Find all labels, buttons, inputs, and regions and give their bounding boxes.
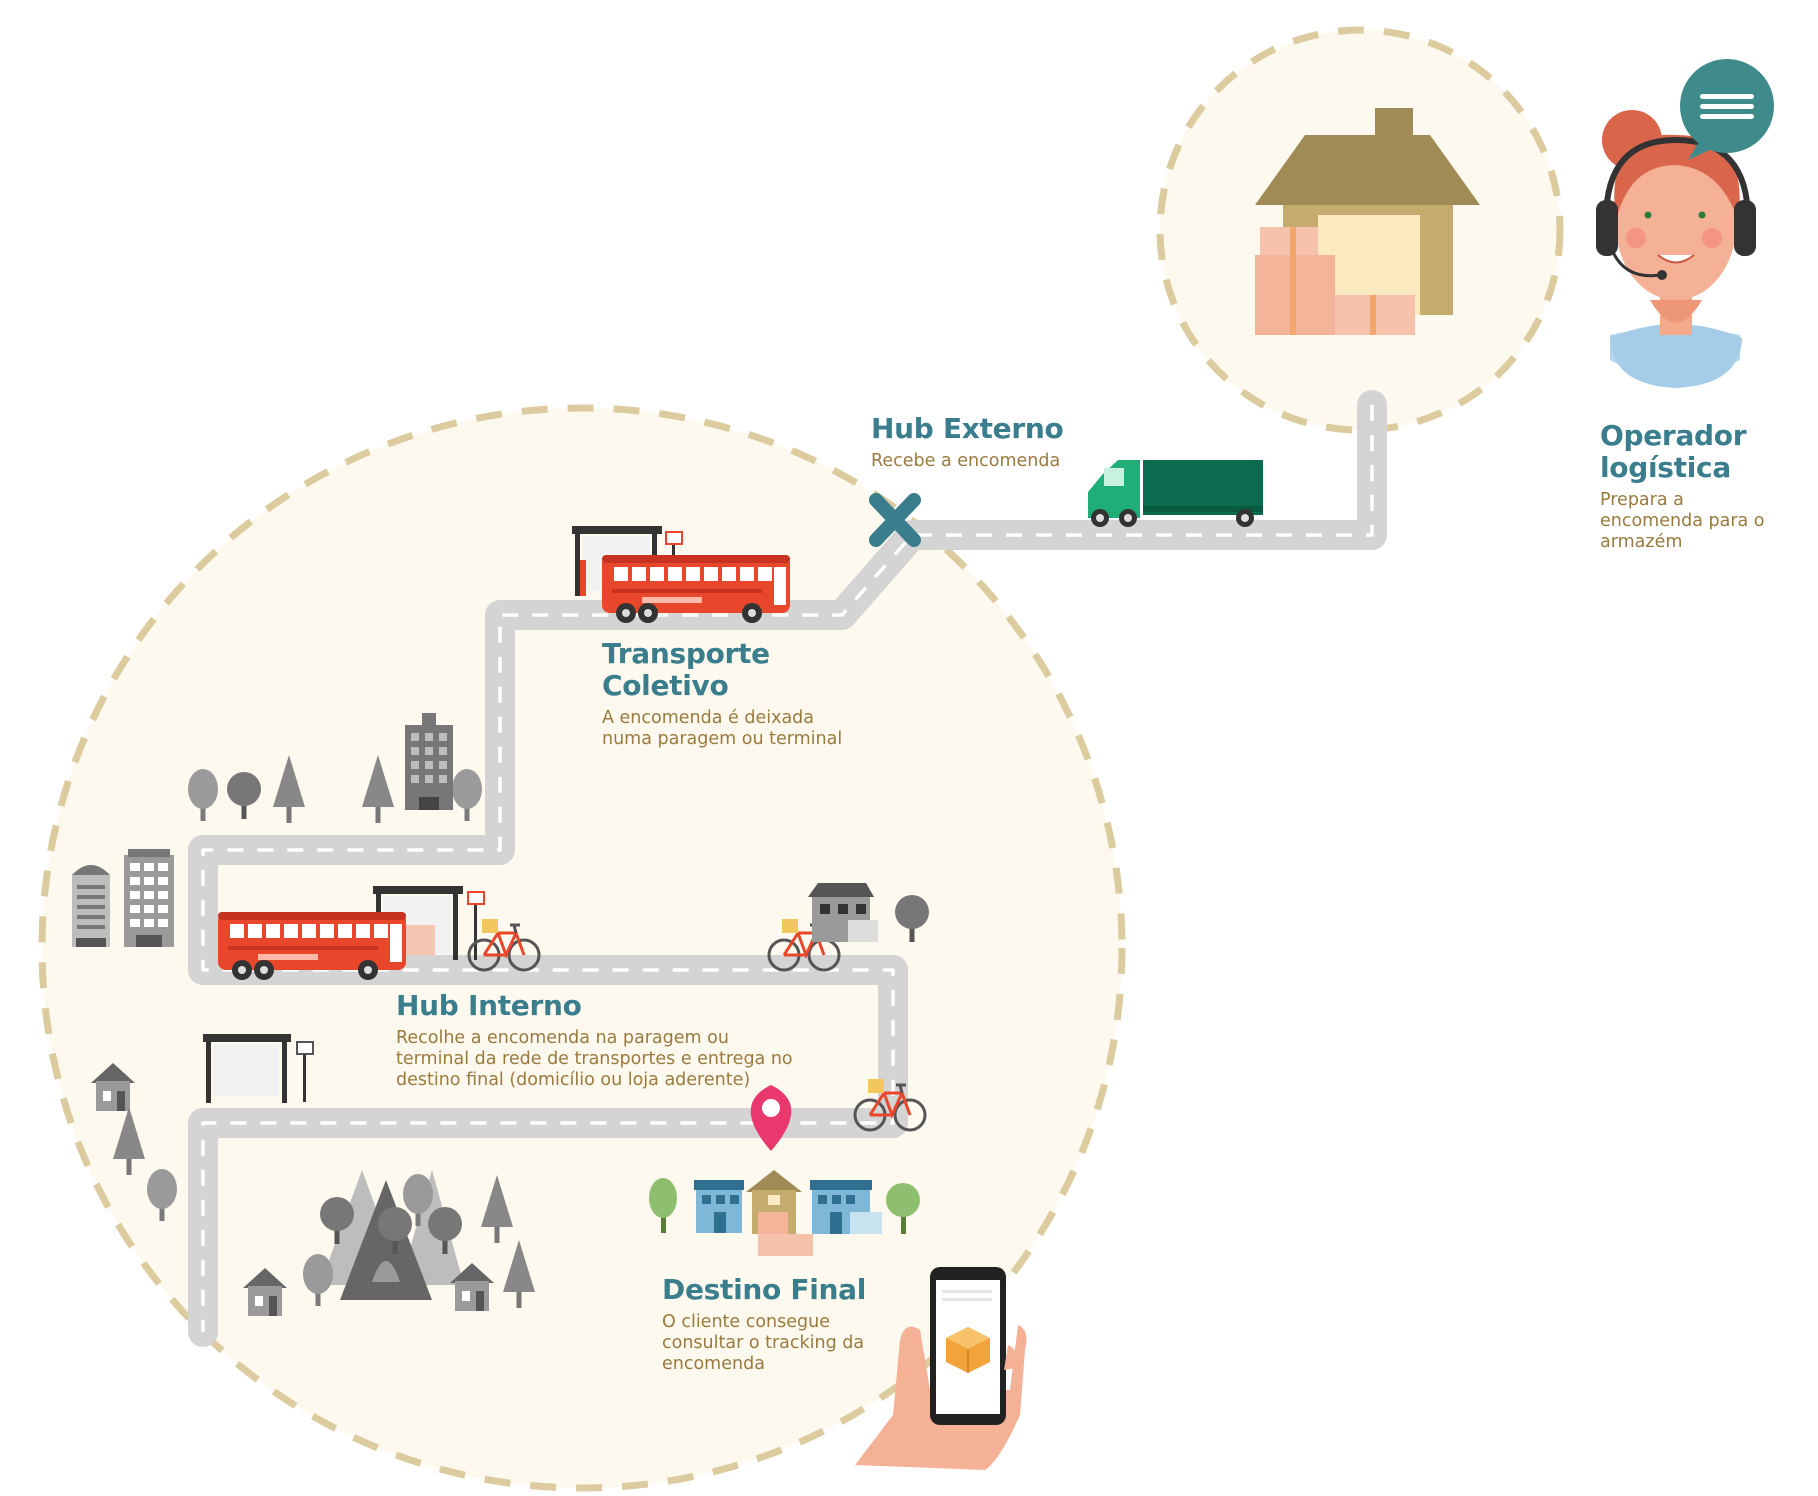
stage-operador-logistica: Operador logística Prepara a encomenda p… <box>1600 420 1800 553</box>
location-pin-icon <box>750 1085 792 1151</box>
house-icon <box>810 1180 882 1234</box>
building-icon <box>405 713 453 810</box>
tree-icon <box>649 1178 677 1233</box>
stage-title: Transporte Coletivo <box>602 637 770 702</box>
tree-icon <box>886 1183 920 1234</box>
house-icon <box>694 1180 744 1233</box>
stage-title: Hub Externo <box>871 412 1064 445</box>
stage-description: Recebe a encomenda <box>871 451 1061 471</box>
bus-icon <box>602 555 790 623</box>
smartphone-icon <box>855 1267 1027 1470</box>
stage-title: Destino Final <box>662 1273 867 1306</box>
stage-hub-externo: Hub Externo Recebe a encomenda <box>871 413 1091 472</box>
stage-destino-final: Destino Final O cliente consegue consult… <box>662 1274 902 1375</box>
stage-transporte-coletivo: Transporte Coletivo A encomenda é deixad… <box>602 638 902 750</box>
bus-icon <box>218 912 406 980</box>
building-icon <box>124 849 174 947</box>
package-icon <box>1255 227 1415 335</box>
truck-icon <box>1088 460 1263 527</box>
hub-x-icon <box>869 493 921 547</box>
package-icon <box>946 1327 990 1373</box>
bus-stop-icon <box>203 1034 314 1103</box>
chat-bubble-icon <box>1680 59 1774 160</box>
house-icon <box>746 1170 813 1256</box>
headset-operator-icon <box>1596 110 1756 388</box>
stage-hub-interno: Hub Interno Recolhe a encomenda na parag… <box>396 990 816 1091</box>
stage-description: A encomenda é deixada numa paragem ou te… <box>602 708 843 749</box>
stage-description: Prepara a encomenda para o armazém <box>1600 490 1765 552</box>
building-icon <box>808 883 878 942</box>
stage-description: Recolhe a encomenda na paragem ou termin… <box>396 1028 793 1090</box>
building-icon <box>72 865 110 947</box>
stage-title: Hub Interno <box>396 989 582 1022</box>
warehouse-icon <box>1255 108 1480 335</box>
stage-title: Operador logística <box>1600 419 1747 484</box>
stage-description: O cliente consegue consultar o tracking … <box>662 1312 865 1374</box>
